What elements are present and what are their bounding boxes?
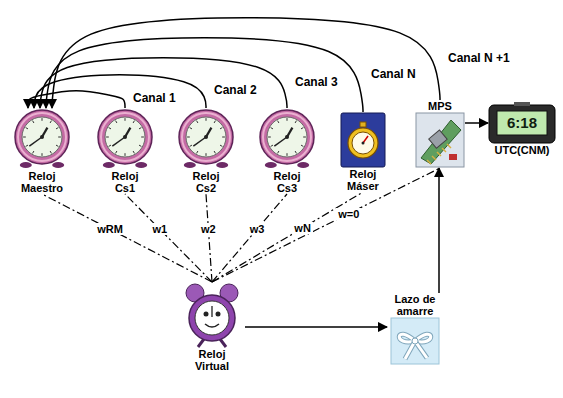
weight-line [212,168,440,282]
weight-label: w=0 [336,208,361,220]
channel-arrow [46,38,363,112]
weight-line [212,194,287,282]
board-icon [415,112,465,168]
weight-label: wRM [95,223,125,235]
utc-clock: 6:18UTC(CNM) [488,102,556,156]
clock-label: Reloj Cs1 [112,170,139,194]
clock-label: UTC(CNM) [495,144,550,156]
clock-label: MPS [428,100,452,112]
clock-label: Reloj Cs3 [274,170,301,194]
channel-arrow [52,18,440,108]
clock-label: Reloj Máser [347,168,379,192]
weight-line [125,194,212,282]
maser-icon [340,112,386,168]
weight-label: w1 [150,223,169,235]
ribbon-icon [390,317,440,365]
mps-board: MPS [415,100,465,168]
channel-arrow [40,58,287,108]
alarm-icon [179,282,245,348]
steering-loop: Lazo de amarre [387,293,443,365]
channel-label: Canal 3 [293,76,340,88]
channel-arrow [438,168,440,293]
clock-label: Reloj Cs2 [193,170,220,194]
channel-label: Canal 1 [131,92,178,104]
weight-label: wN [292,222,313,234]
weight-line [206,194,212,282]
cesium-clock: Reloj Cs2 [175,108,237,194]
weight-line [212,192,363,282]
channel-arrow [465,122,488,124]
clock-icon [256,108,318,170]
clock-display: 6:18 [497,112,547,134]
channel-arrow [34,75,206,108]
clock-label: Lazo de amarre [387,293,443,317]
channel-arrow [245,326,387,328]
weight-label: w3 [248,223,267,235]
cesium-clock: Reloj Cs1 [94,108,156,194]
cesium-clock: Reloj Cs3 [256,108,318,194]
channel-label: Canal N +1 [446,52,512,64]
clock-label: Reloj Virtual [195,348,229,372]
weight-line [42,194,212,282]
clock-icon [94,108,156,170]
virtual-clock: Reloj Virtual [179,282,245,372]
clock-label: Reloj Maestro [21,170,63,194]
channel-label: Canal 2 [212,84,259,96]
weight-label: w2 [199,223,218,235]
channel-label: Canal N [369,68,418,80]
maser-clock: Reloj Máser [340,112,386,192]
clock-icon [175,108,237,170]
master-clock: Reloj Maestro [11,108,73,194]
clock-icon [11,108,73,170]
